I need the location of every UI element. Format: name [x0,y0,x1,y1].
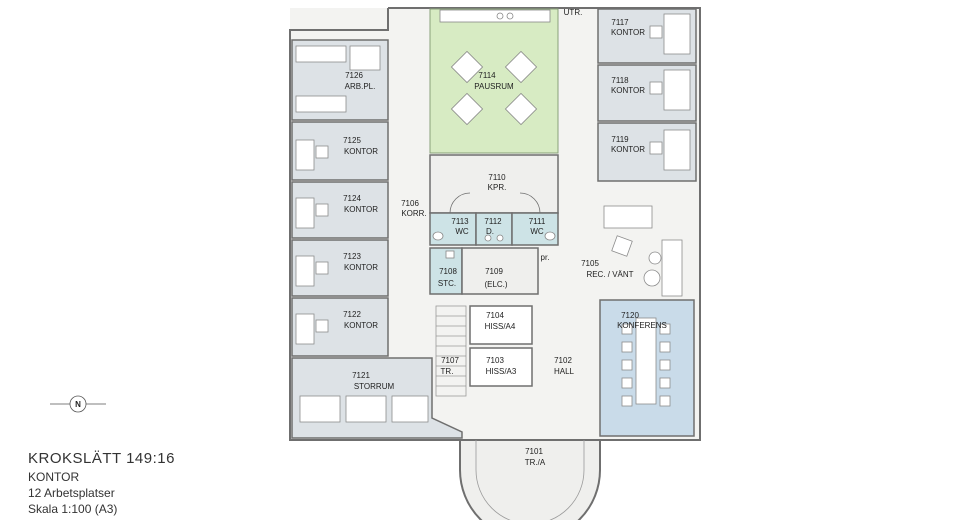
outer-walls [289,7,701,441]
room-name-7117: KONTOR [611,28,645,37]
room-number-7105: 7105 [581,259,599,268]
kpr-doors [449,192,541,214]
room-name-7126: ARB.PL. [345,82,376,91]
room-name-7108: STC. [438,279,456,288]
utr-label: UTR. [564,8,583,17]
kitchen-counter [439,9,551,23]
room-name-7104: HISS/A4 [485,322,516,331]
room-name-7111: WC [530,227,544,236]
pr-label: pr. [541,253,550,262]
room-7114-area [429,8,559,154]
room-number-7124: 7124 [343,194,361,203]
stair-7107 [435,305,467,397]
room-name-7125: KONTOR [344,147,378,156]
north-arrow-icon: N [50,395,106,413]
conference-table [621,317,671,407]
room-name-7106: KORR. [401,209,426,218]
room-number-7107: 7107 [441,356,459,365]
room-name-7105: REC. / VÄNT [586,270,633,279]
room-name-7114: PAUSRUM [474,82,514,91]
toilets [432,231,556,259]
room-number-7108: 7108 [439,267,457,276]
room-name-7124: KONTOR [344,205,378,214]
reception-furniture [603,205,683,297]
break-tables [450,50,538,126]
room-name-7101: TR./A [525,458,546,467]
room-number-7122: 7122 [343,310,361,319]
room-number-7117: 7117 [611,18,629,27]
entrance-bay [459,439,601,520]
workplaces-count: 12 Arbetsplatser [28,486,115,500]
room-name-7109: (ELC.) [484,280,507,289]
room-number-7120: 7120 [621,311,639,320]
room-labels: 7117 KONTOR 7118 KONTOR 7119 KONTOR 7126… [343,8,667,467]
room-name-7112: D. [486,227,494,236]
room-number-7101: 7101 [525,447,543,456]
room-number-7104: 7104 [486,311,504,320]
room-name-7122: KONTOR [344,321,378,330]
elevators [469,305,533,387]
room-number-7113: 7113 [451,217,469,226]
room-number-7126: 7126 [345,71,363,80]
room-number-7109: 7109 [485,267,503,276]
north-letter: N [75,400,81,409]
scale-label: Skala 1:100 (A3) [28,502,118,516]
room-name-7121: STORRUM [354,382,395,391]
room-number-7121: 7121 [352,371,370,380]
room-name-7118: KONTOR [611,86,645,95]
room-number-7102: 7102 [554,356,572,365]
premises-type: KONTOR [28,470,80,484]
room-number-7112: 7112 [484,217,502,226]
room-name-7113: WC [455,227,469,236]
room-name-7110: KPR. [488,183,507,192]
property-title: KROKSLÄTT 149:16 [28,450,175,467]
room-number-7118: 7118 [611,76,629,85]
office-desks-left [295,45,429,423]
room-name-7102: HALL [554,367,575,376]
room-number-7114: 7114 [478,71,496,80]
room-7109-area [461,247,539,295]
room-number-7106: 7106 [401,199,419,208]
room-number-7123: 7123 [343,252,361,261]
wc-block [429,212,559,295]
room-name-7123: KONTOR [344,263,378,272]
room-number-7110: 7110 [488,173,506,182]
room-number-7103: 7103 [486,356,504,365]
room-name-7120: KONFERENS [617,321,667,330]
room-number-7119: 7119 [611,135,629,144]
room-number-7111: 7111 [529,217,546,226]
room-name-7107: TR. [441,367,454,376]
room-name-7119: KONTOR [611,145,645,154]
room-number-7125: 7125 [343,136,361,145]
room-name-7103: HISS/A3 [486,367,517,376]
office-desks-right [649,13,691,171]
